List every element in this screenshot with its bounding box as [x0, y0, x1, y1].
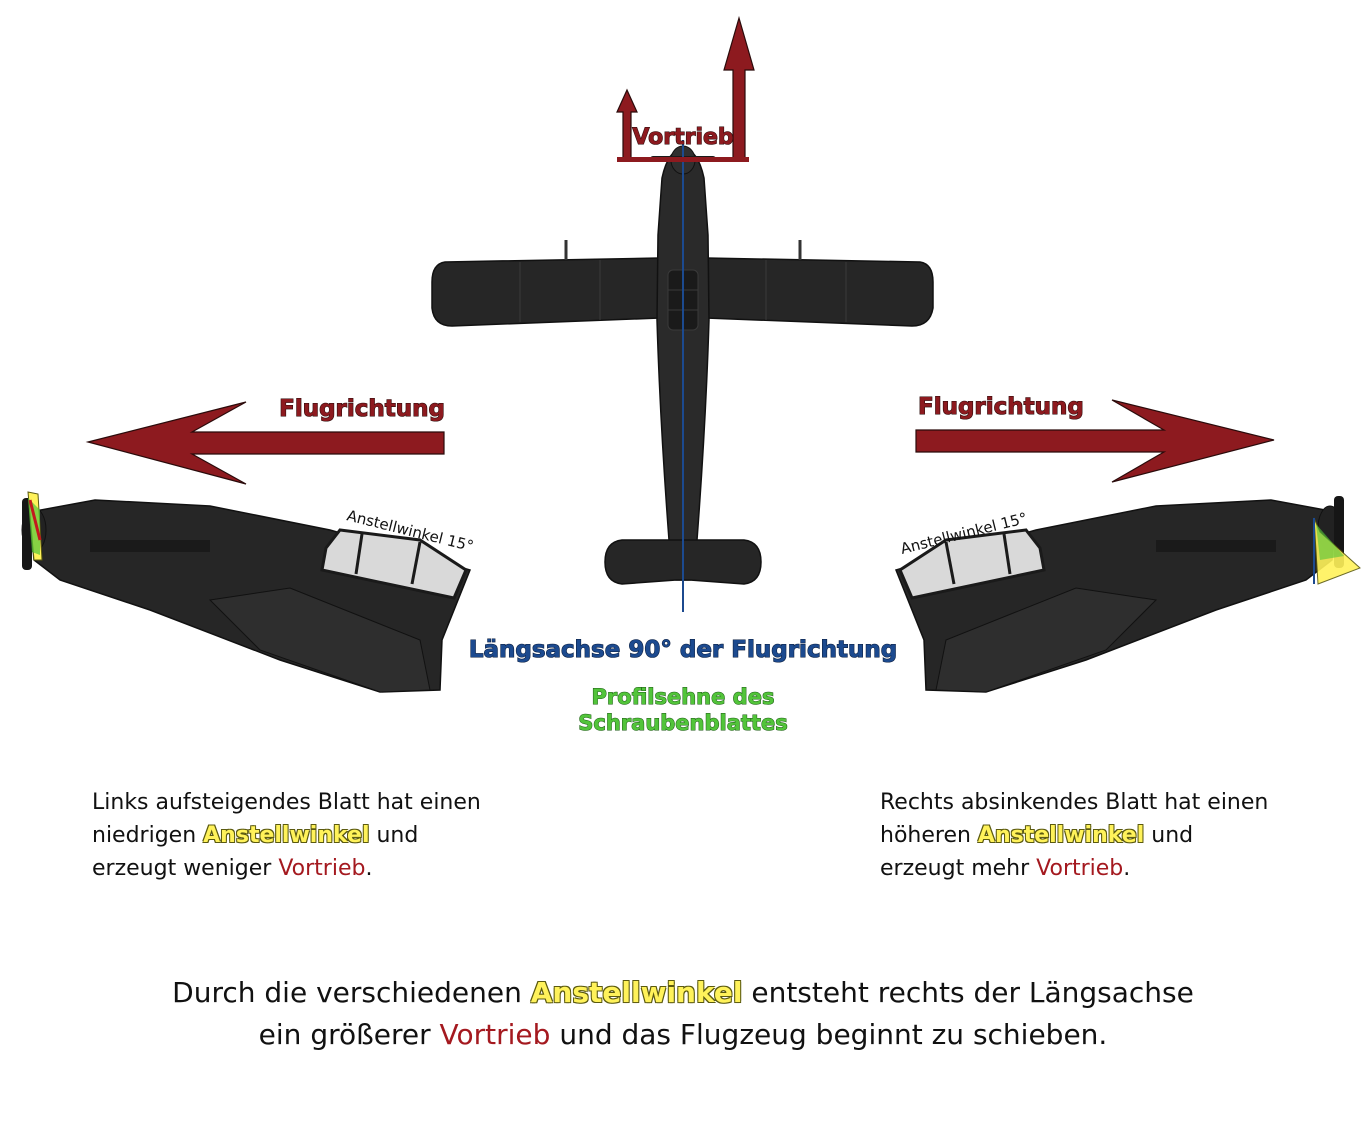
aircraft-side-view-left: [21, 491, 472, 693]
summary-line2: ein größerer Vortrieb und das Flugzeug b…: [258, 1018, 1108, 1051]
summary-highlight-angle: Anstellwinkel: [530, 976, 743, 1009]
right-explanation-line2: höheren Anstellwinkel und: [880, 823, 1194, 848]
flight-direction-arrow-right: [915, 399, 1275, 483]
chord-label-line1: Profilsehne des: [592, 685, 775, 709]
right-explanation-line3: erzeugt mehr Vortrieb.: [880, 856, 1131, 881]
canopy-right: [898, 528, 1046, 600]
summary-highlight-thrust: Vortrieb: [439, 1018, 551, 1051]
flight-direction-arrow-left: [85, 401, 445, 485]
right-explanation-line1: Rechts absinkendes Blatt hat einen: [880, 790, 1269, 815]
highlight-thrust-left: Vortrieb: [278, 856, 366, 881]
flight-direction-label-left: Flugrichtung: [279, 396, 445, 422]
left-explanation: Links aufsteigendes Blatt hat einen nied…: [92, 786, 481, 885]
summary-line1: Durch die verschiedenen Anstellwinkel en…: [172, 976, 1194, 1009]
highlight-angle-right: Anstellwinkel: [977, 823, 1145, 848]
right-explanation: Rechts absinkendes Blatt hat einen höher…: [880, 786, 1268, 885]
left-explanation-line1: Links aufsteigendes Blatt hat einen: [92, 790, 481, 815]
thrust-baseline: [617, 157, 749, 162]
highlight-thrust-right: Vortrieb: [1036, 856, 1124, 881]
canopy-left: [320, 528, 468, 600]
blade-angle-green-right: [1316, 524, 1344, 560]
blade-angle-green-left: [28, 498, 40, 555]
flight-direction-label-right: Flugrichtung: [918, 394, 1084, 420]
thrust-label: Vortrieb: [632, 125, 733, 150]
chord-label-line2: Schraubenblattes: [578, 711, 787, 735]
aircraft-side-view-right: [894, 496, 1361, 693]
summary-text: Durch die verschiedenen Anstellwinkel en…: [0, 972, 1366, 1056]
axis-label: Längsachse 90° der Flugrichtung: [469, 637, 897, 663]
highlight-angle-left: Anstellwinkel: [203, 823, 370, 848]
left-explanation-line2: niedrigen Anstellwinkel und: [92, 823, 419, 848]
left-explanation-line3: erzeugt weniger Vortrieb.: [92, 856, 373, 881]
